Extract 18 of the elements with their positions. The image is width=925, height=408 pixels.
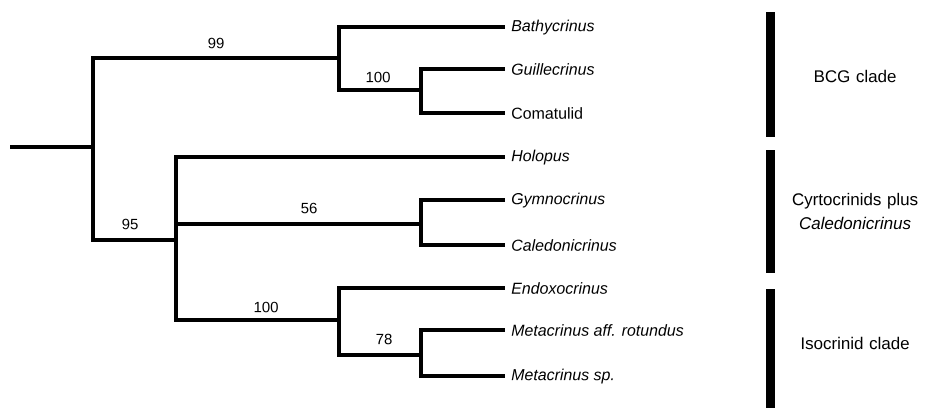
support-value: 100 xyxy=(366,72,390,82)
support-value: 56 xyxy=(301,202,317,214)
taxon-name: Caledonicrinus xyxy=(512,239,616,251)
taxon-name: Bathycrinus xyxy=(512,20,594,34)
clade-label: Cyrtocrinids plus Caledonicrinus xyxy=(792,192,918,230)
taxon-name: Endoxocrinus xyxy=(512,282,608,294)
support-value: 78 xyxy=(376,334,392,344)
taxon-name: Comatulid xyxy=(512,107,582,119)
taxon-name: Holopus xyxy=(512,150,570,164)
support-value: 95 xyxy=(122,218,138,230)
clade-label: BCG clade xyxy=(814,70,896,82)
taxon-name: Metacrinus sp. xyxy=(512,368,613,384)
support-value: 100 xyxy=(254,302,278,312)
taxon-name: Guillecrinus xyxy=(512,63,594,75)
taxon-name: Gymnocrinus xyxy=(512,192,605,208)
support-value: 99 xyxy=(208,38,224,48)
clade-label: Isocrinid clade xyxy=(802,336,909,350)
taxon-name: Metacrinus aff. rotundus xyxy=(512,324,684,336)
